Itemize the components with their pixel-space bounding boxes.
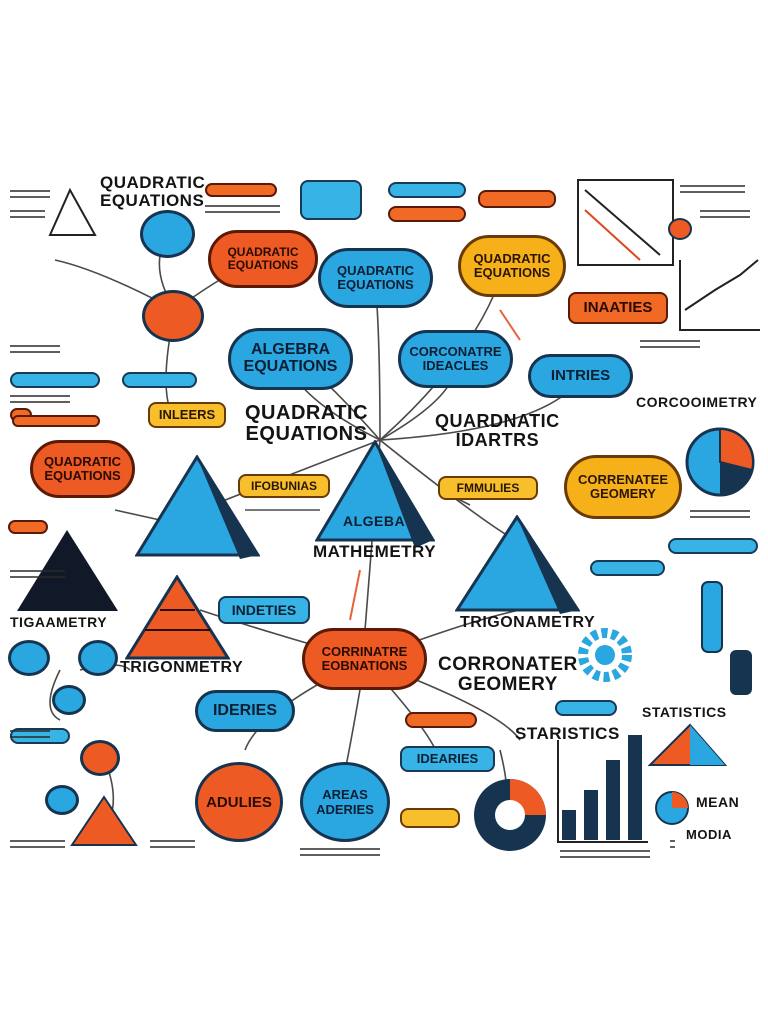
orange-triangle xyxy=(125,575,230,660)
scribble xyxy=(670,840,675,848)
left-blue-triangle xyxy=(135,455,260,559)
deco-pill-10 xyxy=(668,538,758,554)
cloud-coordinate-ideas: CORCONATRE IDEACLES xyxy=(398,330,513,388)
deco-pill-11 xyxy=(590,560,665,576)
cloud-coordinate-equations: CORRINATRE EOBNATIONS xyxy=(302,628,427,690)
deco-pill-2 xyxy=(300,180,362,220)
scribble xyxy=(150,840,195,848)
scribble xyxy=(560,850,650,858)
scribble xyxy=(640,340,700,348)
scribble xyxy=(10,345,60,353)
scribble xyxy=(205,205,280,213)
label-media: MODIA xyxy=(686,827,732,842)
scribble xyxy=(700,210,750,218)
small-orange-triangle xyxy=(70,795,138,846)
pill-inleers: INLEERS xyxy=(148,402,226,428)
scribble xyxy=(10,730,50,738)
right-blue-triangle xyxy=(455,515,580,614)
circle-node-top-left-blue xyxy=(140,210,195,258)
label-statistics-right: STATISTICS xyxy=(642,704,727,720)
label-quadratic-equations-mid: QUADRATIC EQUATIONS xyxy=(245,402,369,445)
scribble xyxy=(10,570,65,578)
pill-inaaties: INAATIES xyxy=(568,292,668,324)
label-coordinate-geometry: CORRONATER GEOMERY xyxy=(438,654,578,695)
deco-pill-6 xyxy=(10,372,100,388)
deco-pill-3 xyxy=(388,182,466,198)
label-corcoometry: CORCOOIMETRY xyxy=(636,394,758,410)
label-trigonometry-left: TRIGONMETRY xyxy=(120,659,244,676)
pill-indeties: INDETIES xyxy=(218,596,310,624)
deco-pill-16 xyxy=(12,415,100,427)
scribble xyxy=(680,185,745,193)
circle-node-bottom-left-blue xyxy=(45,785,79,815)
cloud-algebra-equations: ALGEBRA EQUATIONS xyxy=(228,328,353,390)
scribble xyxy=(10,840,65,848)
scribble xyxy=(10,190,50,198)
label-mathemetry: MATHEMETRY xyxy=(313,542,437,561)
label-mean: MEAN xyxy=(696,794,740,810)
algebra-triangle xyxy=(315,440,435,548)
pill-fmmulies: FMMULIES xyxy=(438,476,538,500)
label-tigaametry: TIGAAMETRY xyxy=(10,614,108,630)
cloud-quadratic-equations-yellow: QUADRATIC EQUATIONS xyxy=(458,235,566,297)
mind-map-board: QUADRATIC EQUATIONS QUADRATIC EQUATIONS … xyxy=(0,150,768,865)
label-quadratic-identities: QUARDNATIC IDARTRS xyxy=(435,411,560,450)
cloud-quadratic-equations-left: QUADRATIC EQUATIONS xyxy=(30,440,135,498)
deco-pill-12 xyxy=(405,712,477,728)
cloud-ideries: IDERIES xyxy=(195,690,295,732)
label-triangle-algebra: ALGEBA xyxy=(343,513,406,529)
deco-pill-1 xyxy=(205,183,277,197)
scribble xyxy=(10,210,45,218)
deco-pill-14 xyxy=(400,808,460,828)
black-triangle xyxy=(17,530,118,611)
scribble xyxy=(300,848,380,856)
circle-node-left-3 xyxy=(52,685,86,715)
deco-pill-9 xyxy=(8,520,48,534)
circle-node-red-top-right xyxy=(668,218,692,240)
cloud-intries: INTRIES xyxy=(528,354,633,398)
label-trigonometry-right: TRIGONAMETRY xyxy=(460,614,596,631)
scribble xyxy=(10,395,70,403)
circle-node-left-2 xyxy=(78,640,118,676)
circle-node-bottom-left-orange xyxy=(80,740,120,776)
circle-adulies: ADULIES xyxy=(195,762,283,842)
cloud-coordinate-geometry: CORRENATEE GEOMERY xyxy=(564,455,682,519)
label-staristics: STARISTICS xyxy=(515,724,620,743)
pill-ifobunias: IFOBUNIAS xyxy=(238,474,330,498)
deco-pill-13 xyxy=(555,700,617,716)
cloud-quadratic-equations-blue: QUADRATIC EQUATIONS xyxy=(318,248,433,308)
label-quadratic-equations-top-left: QUADRATIC EQUATIONS xyxy=(100,173,206,210)
circle-node-left-1 xyxy=(8,640,50,676)
deco-pill-5 xyxy=(478,190,556,208)
scribble xyxy=(690,510,750,518)
circle-node-top-left-orange xyxy=(142,290,204,342)
pill-idearies: IDEARIES xyxy=(400,746,495,772)
deco-pill-7 xyxy=(122,372,197,388)
deco-pill-4 xyxy=(388,206,466,222)
circle-aderies: AREAS ADERIES xyxy=(300,762,390,842)
cloud-quadratic-equations-orange: QUADRATIC EQUATIONS xyxy=(208,230,318,288)
